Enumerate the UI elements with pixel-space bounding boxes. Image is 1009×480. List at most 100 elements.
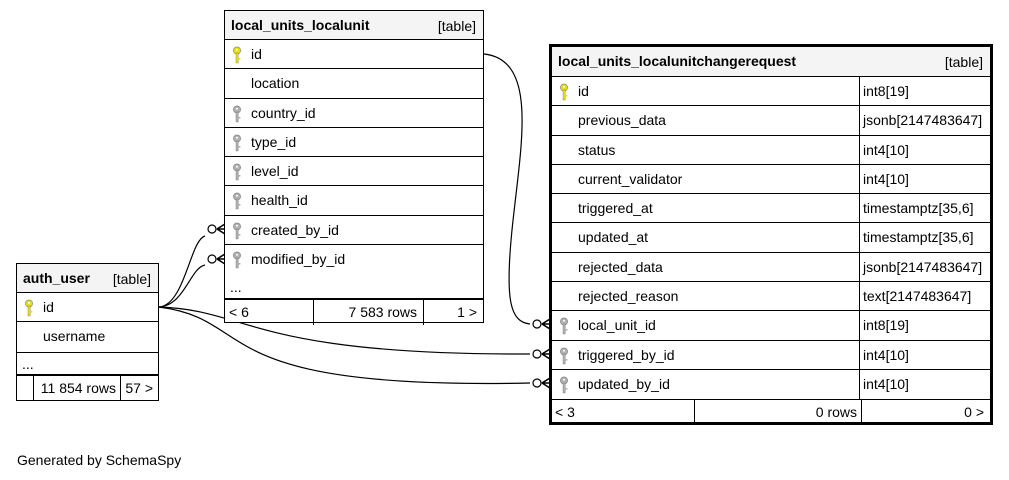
table-type: [table] [437,18,476,34]
column-name-cell: updated_at [552,223,859,251]
column-name-cell: modified_by_id [225,245,483,274]
parents-count[interactable]: 1 > [457,304,477,321]
column-name-cell: username [17,322,158,351]
column-name-cell: triggered_at [552,194,859,222]
column-name: rejected_reason [578,288,679,305]
column-name-cell: triggered_by_id [552,341,859,369]
column-row[interactable]: triggered_by_id int4[10] [552,340,990,370]
column-name: rejected_data [578,258,663,275]
column-row[interactable]: local_unit_id int8[19] [552,311,990,341]
table-name[interactable]: local_units_localunit [231,17,370,33]
children-count[interactable]: < 6 [225,300,314,326]
column-row[interactable]: current_validator int4[10] [552,164,990,195]
table-local-units-localunit[interactable]: local_units_localunit [table] id location… [224,10,484,326]
edge-created-by [158,235,206,308]
column-name-cell: created_by_id [225,216,483,244]
column-type: int8[19] [859,311,990,340]
column-name-cell: id [225,40,483,68]
primary-key-icon [559,83,571,101]
column-row[interactable]: username [17,322,158,351]
column-name-cell: rejected_reason [552,282,859,310]
column-name: local_unit_id [578,317,656,334]
column-name-cell: level_id [225,157,483,185]
column-name: location [251,75,300,92]
table-header: auth_user [table] [17,264,158,293]
column-name-cell: country_id [225,99,483,127]
column-name-cell: current_validator [552,165,859,193]
column-list: id username [17,293,158,352]
column-row[interactable]: health_id [225,186,483,216]
table-type: [table] [944,54,983,70]
column-name-cell: location [225,69,483,97]
column-row[interactable]: id int8[19] [552,77,990,107]
column-row[interactable]: type_id [225,128,483,158]
column-type: text[2147483647] [859,282,990,311]
column-row[interactable]: created_by_id [225,216,483,246]
column-row[interactable]: country_id [225,99,483,128]
primary-key-icon [24,299,36,317]
table-name[interactable]: local_units_localunitchangerequest [558,53,797,69]
table-footer: < 6 7 583 rows 1 > [225,299,483,326]
crowfoot-triggered-by [532,348,551,360]
foreign-key-icon [559,317,571,335]
column-row[interactable]: id [17,293,158,323]
table-auth-user[interactable]: auth_user [table] id username ... 11 854 … [16,263,159,401]
column-name-cell: status [552,136,859,164]
children-count[interactable]: < 3 [552,400,695,425]
column-name-cell: health_id [225,186,483,214]
column-name: modified_by_id [251,251,346,268]
ellipsis: ... [230,279,242,296]
generated-by-label: Generated by SchemaSpy [17,452,182,468]
column-name-cell: id [17,293,158,321]
crowfoot-local-unit [532,318,551,330]
foreign-key-icon [559,376,571,394]
column-name: id [578,83,589,99]
column-name: updated_by_id [578,375,670,392]
column-name: updated_at [578,229,649,246]
column-row[interactable]: location [225,69,483,99]
column-name-cell: id [552,77,859,105]
column-type: int4[10] [859,340,990,369]
foreign-key-icon [232,105,244,123]
table-local-units-localunitchangerequest[interactable]: local_units_localunitchangerequest [tabl… [549,44,993,425]
column-name: current_validator [578,170,683,187]
edge-triggered-by [158,306,531,355]
ellipsis: ... [22,355,34,372]
parents-count[interactable]: 0 > [964,404,984,421]
column-name-cell: local_unit_id [552,311,859,339]
table-name[interactable]: auth_user [23,270,90,286]
crowfoot-updated-by [532,377,551,389]
table-header: local_units_localunitchangerequest [tabl… [552,47,990,77]
row-count: 7 583 rows [314,300,424,326]
column-name: level_id [251,163,299,180]
row-count: 11 854 rows [34,375,121,401]
column-name: triggered_at [578,200,653,217]
parents-count[interactable]: 57 > [125,379,153,396]
column-name: triggered_by_id [578,346,675,363]
row-count: 0 rows [695,400,862,425]
column-type: int4[10] [859,369,990,400]
column-name: previous_data [578,112,666,129]
column-name: created_by_id [251,221,339,238]
column-row[interactable]: modified_by_id [225,245,483,274]
column-name: id [43,299,54,315]
column-row[interactable]: rejected_reason text[2147483647] [552,282,990,312]
column-name: status [578,141,616,158]
column-name: id [251,46,262,62]
crowfoot-created-by [207,223,226,235]
column-row[interactable]: updated_by_id int4[10] [552,369,990,400]
column-row[interactable]: id [225,40,483,70]
column-type: int8[19] [859,77,990,106]
column-name-cell: updated_by_id [552,370,859,399]
more-columns-row: ... [225,274,483,300]
column-type: int4[10] [859,164,990,194]
column-row[interactable]: level_id [225,157,483,187]
foreign-key-icon [232,192,244,210]
